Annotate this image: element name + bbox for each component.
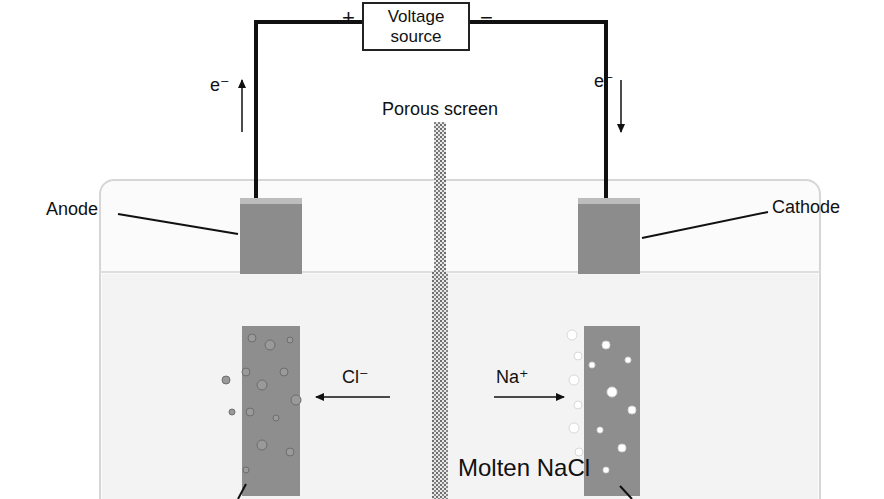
electron-arrow — [620, 80, 622, 132]
node-text: Voltage source — [370, 7, 462, 46]
ion-label: Cl⁻ — [342, 368, 369, 388]
molten-salt — [102, 274, 818, 499]
voltage-source-box: Voltage source — [362, 2, 470, 51]
leader-line — [118, 214, 238, 234]
wire — [256, 22, 362, 198]
leader-line — [620, 486, 632, 499]
chlorine-bubbles — [222, 334, 301, 473]
cathode-electrode — [584, 326, 640, 496]
liquid-surface — [100, 271, 820, 273]
cathode-electrode — [578, 198, 640, 274]
porous-screen — [432, 272, 448, 499]
part-name: Cathode — [772, 198, 840, 218]
anode-electrode — [240, 198, 302, 274]
sodium-droplets — [567, 330, 636, 473]
tank — [100, 180, 820, 499]
electron-arrow — [241, 80, 243, 132]
leader-line — [642, 212, 768, 238]
anode-electrode — [242, 326, 300, 496]
electron-label: e⁻ — [594, 72, 614, 92]
electron-label: e⁻ — [210, 76, 230, 96]
leader-line — [238, 484, 246, 499]
part-name: Porous screen — [382, 100, 498, 120]
polarity-sign: − — [480, 6, 493, 30]
porous-screen — [434, 122, 446, 272]
part-name: Anode — [46, 200, 98, 220]
ion-arrow — [316, 396, 390, 398]
ion-label: Na⁺ — [496, 368, 529, 388]
ion-arrow — [494, 396, 564, 398]
region-name: Molten NaCl — [458, 455, 590, 481]
polarity-sign: + — [342, 6, 355, 30]
